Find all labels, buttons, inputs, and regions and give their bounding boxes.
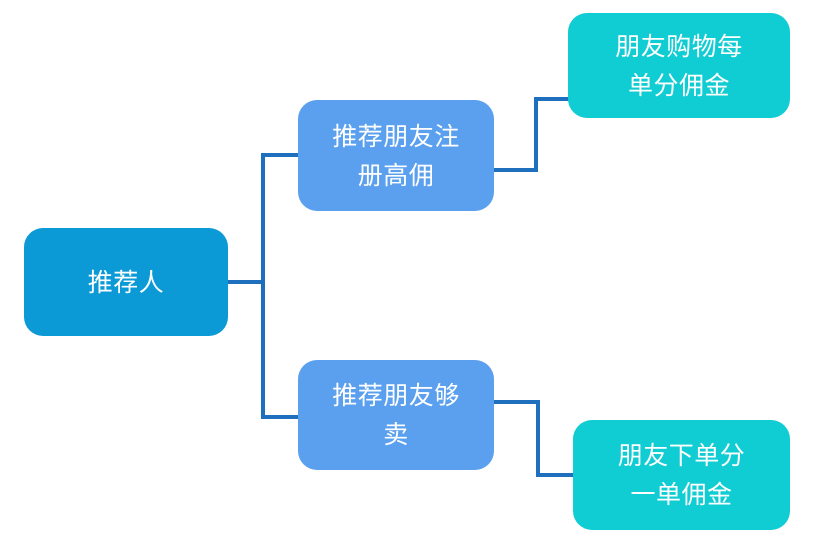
node-branch-register-label: 推荐朋友注 册高佣 [332, 121, 460, 190]
edge-spine-vertical [261, 153, 265, 419]
node-leaf-order-label: 朋友下单分 一单佣金 [617, 441, 746, 509]
node-branch-sell[interactable]: 推荐朋友够 卖 [298, 360, 494, 470]
edge-sell-to-order [536, 473, 578, 477]
node-leaf-shopping-label: 朋友购物每 单分佣金 [615, 31, 743, 100]
node-root-label: 推荐人 [87, 267, 165, 297]
node-leaf-shopping[interactable]: 朋友购物每 单分佣金 [568, 13, 790, 118]
node-root[interactable]: 推荐人 [24, 228, 228, 336]
edge-spine-to-branch-sell [261, 415, 301, 419]
edge-sell-dropper [536, 400, 540, 477]
node-branch-register[interactable]: 推荐朋友注 册高佣 [298, 100, 494, 211]
edge-register-to-shopping [534, 97, 572, 101]
node-leaf-order[interactable]: 朋友下单分 一单佣金 [573, 420, 790, 530]
edge-sell-out [492, 400, 540, 404]
node-branch-sell-label: 推荐朋友够 卖 [332, 381, 460, 449]
edge-register-riser [534, 97, 538, 172]
edge-root-to-spine [226, 280, 265, 284]
edge-register-out [492, 168, 538, 172]
edge-spine-to-branch-register [261, 153, 301, 157]
